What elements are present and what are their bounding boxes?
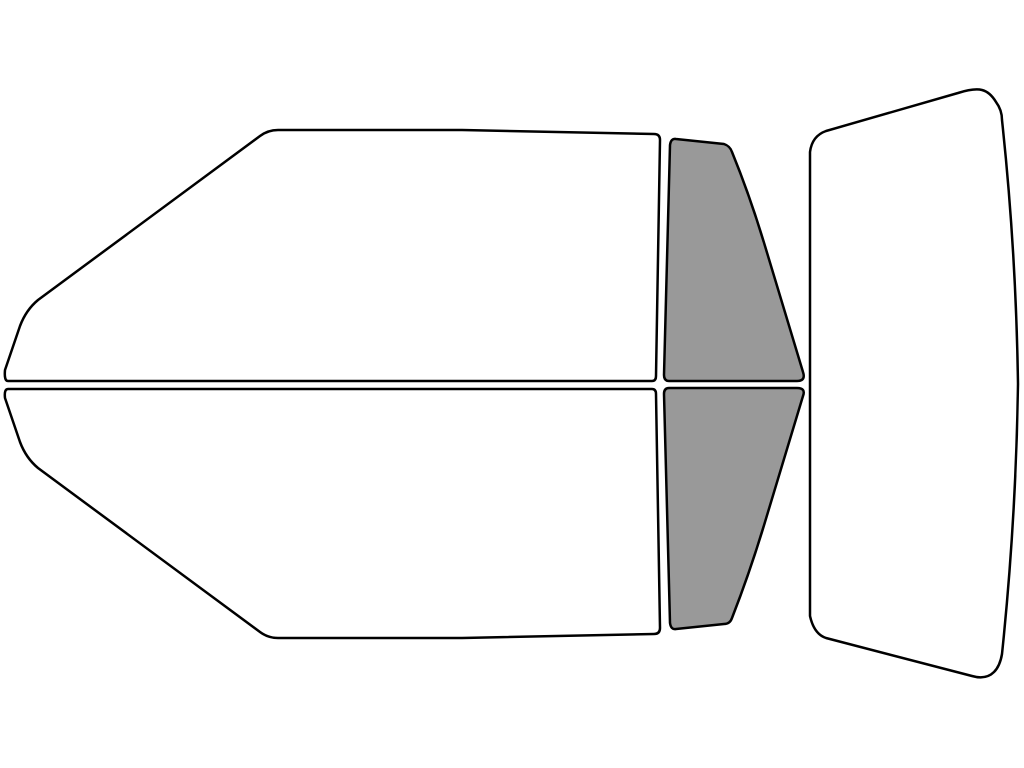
rear-quarter-window-lower[interactable] — [662, 386, 805, 631]
front-door-window-upper[interactable] — [3, 128, 662, 383]
rear-windshield[interactable] — [808, 88, 1020, 679]
rear-quarter-window-upper[interactable] — [662, 137, 805, 383]
front-door-window-lower[interactable] — [3, 387, 662, 640]
